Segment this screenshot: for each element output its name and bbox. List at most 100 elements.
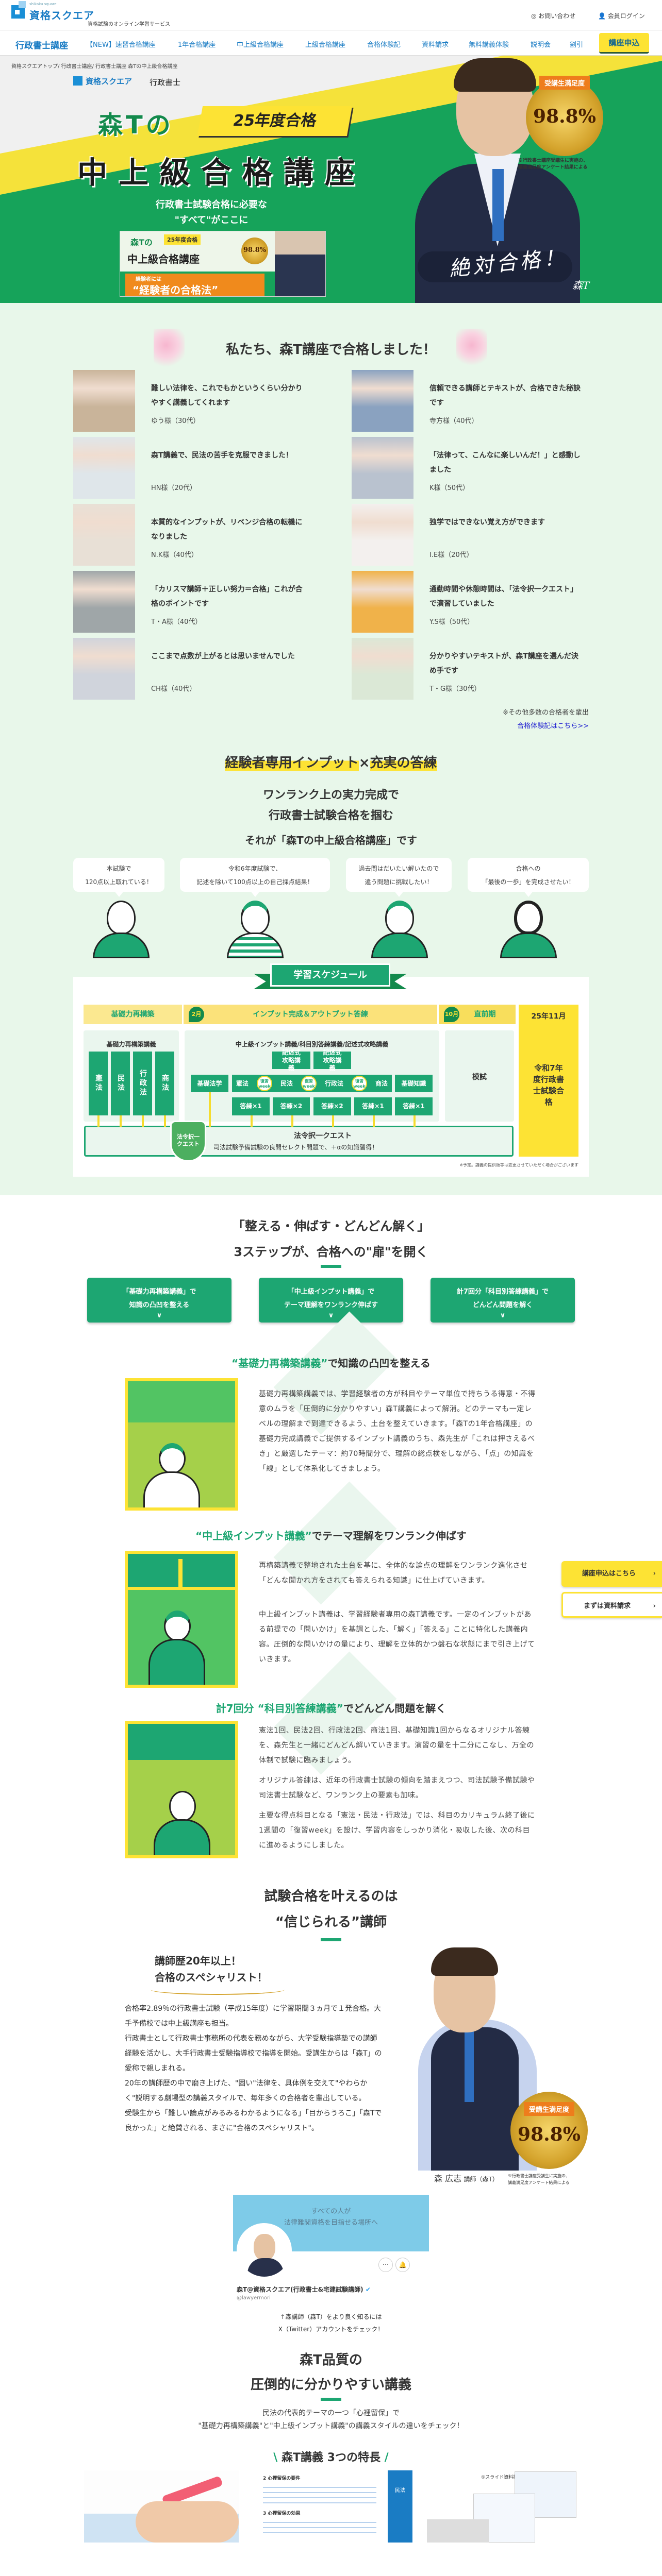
ornament-divider: [151, 1985, 285, 1995]
cherry-blossom-icon: [154, 329, 185, 370]
double-arrow-icon: [291, 1115, 293, 1127]
chevron-down-icon: ∨: [328, 1312, 334, 1319]
double-arrow-icon: [413, 1115, 416, 1127]
instructor-photo: [397, 56, 588, 303]
feature-thumbnail-2: 2 心裡留保の要件 3 心裡留保の効果 民法: [258, 2470, 412, 2543]
speech-bubble: 令和6年度試験で、記述を除いて100点以上の自己採点結果！: [180, 858, 330, 897]
feature-line-1: ワンランク上の実力完成で: [262, 789, 399, 802]
subject-label: 憲法: [236, 1079, 249, 1087]
hero-subtitle-2: "すべて"がここに: [174, 215, 249, 226]
step-2-text-2: 中上級インプット講義は、学習経験者専用の森T講義です。一定のインプットがある前提…: [259, 1611, 535, 1664]
toren-box: 答練×2: [313, 1097, 351, 1115]
hero-banner-thumbnail[interactable]: 森Tの 25年度合格 中上級合格講座 98.8% 経験者には “経験者の合格法”: [120, 231, 326, 297]
testimonial-photo: [73, 437, 135, 499]
nav-item[interactable]: 1年合格講座: [178, 41, 216, 49]
contact-link[interactable]: ◎ お問い合わせ: [531, 11, 575, 20]
testimonial-name: I.E様（20代）: [429, 551, 473, 559]
chevron-down-icon: ∨: [156, 1312, 162, 1319]
double-arrow-icon: [164, 1115, 166, 1127]
breadcrumb[interactable]: 資格スクエアトップ/ 行政書士講座/ 行政書士講座 森Tの中上級合格講座: [11, 64, 178, 70]
nav-item[interactable]: 中上級合格講座: [237, 41, 284, 49]
apply-button[interactable]: 講座申込: [599, 33, 649, 54]
quest-description: 司法試験予備試験の良問セレクト問題で、＋αの知識習得！: [213, 1144, 378, 1151]
chevron-down-icon: ∨: [500, 1312, 506, 1319]
instructor-heading-1: 試験合格を叶えるのは: [264, 1889, 398, 1904]
site-logo[interactable]: 資格スクエア: [29, 9, 94, 22]
login-link[interactable]: 👤 会員ログイン: [598, 11, 645, 20]
double-arrow-icon: [97, 1115, 100, 1127]
banner-instructor-photo: [275, 231, 325, 296]
nav-item[interactable]: 説明会: [531, 41, 551, 49]
float-request-button[interactable]: まずは資料請求›: [561, 1592, 662, 1618]
nav-item[interactable]: 割引: [570, 41, 584, 49]
panel-title: 基礎力再構築講義: [106, 1041, 156, 1048]
satisfaction-badge: 受講生満足度 98.8%: [526, 76, 603, 156]
testimonial-photo: [73, 504, 135, 566]
nav-item[interactable]: 無料講義体験: [469, 41, 509, 49]
toren-box: 答練×1: [354, 1097, 392, 1115]
testimonial-photo: [352, 571, 413, 633]
step-2-text-1: 再構築講義で整地された土台を基に、全体的な論点の理解をワンランク進化させ「どんな…: [259, 1562, 528, 1585]
feature-headline: 経験者専用インプット×充実の答練: [225, 755, 437, 771]
step-3-text-3: 主要な得点科目となる「憲法・民法・行政法」では、科目のカリキュラム終了後に1週間…: [259, 1811, 535, 1850]
testimonial-photo: [73, 370, 135, 432]
step-1-text: 基礎力再構築講義では、学習経験者の方が科目やテーマ単位で持ちうる得意・不得意のム…: [259, 1390, 536, 1473]
nav-item[interactable]: 上級合格講座: [305, 41, 346, 49]
banner-catch: “経験者の合格法”: [133, 284, 219, 296]
more-icon[interactable]: ⋯: [378, 2258, 393, 2272]
quest-title: 法令択一クエスト: [294, 1132, 352, 1140]
hero-logo-icon: [73, 76, 82, 86]
quality-text: 民法の代表的テーマの一つ「心裡留保」で"基礎力再構築講義"と"中上級インプット講…: [198, 2409, 464, 2430]
chevron-right-icon: ›: [653, 1570, 656, 1578]
step-3-button[interactable]: 計7回分「科目別答練講義」でどんどん問題を解く∨: [431, 1278, 575, 1323]
banner-title-prefix: 森Tの: [130, 238, 153, 247]
step-1-heading: “基礎力再構築講義”で知識の凸凹を整える: [231, 1357, 431, 1369]
hero-logo-label: 行政書士: [150, 78, 181, 87]
feature-thumbnail-1: [84, 2470, 239, 2543]
exam-goal: 令和7年度行政書士試験合格: [533, 1063, 564, 1107]
testimonial-photo: [73, 571, 135, 633]
arrow-up-icon: [178, 1559, 183, 1587]
subject-label: 行政法: [324, 1079, 343, 1087]
float-apply-button[interactable]: 講座申込はこちら›: [561, 1561, 662, 1587]
testimonials-link[interactable]: 合格体験記はこちら>>: [517, 722, 589, 730]
testimonial-quote: ここまで点数が上がるとは思いませんでした: [151, 652, 295, 660]
banner-year-badge: 25年度合格: [164, 234, 201, 245]
logo-icon[interactable]: [11, 1, 26, 19]
x-profile-card[interactable]: すべての人が法律難関資格を目指せる場所へ ⋯ 🔔 森T@資格スクエア(行政書士&…: [233, 2195, 429, 2308]
satisfaction-label: 受講生満足度: [539, 76, 590, 90]
schedule-note: ※予定。講義の提供順等は変更させていただく場合がございます: [459, 1163, 578, 1167]
hero-title-prefix: 森Tの: [98, 111, 174, 140]
double-arrow-icon: [120, 1115, 122, 1127]
feature-thumbnail-3: ①スライド資料投射＋森T: [424, 2470, 577, 2543]
step-2-illustration: [125, 1551, 238, 1688]
nav-item[interactable]: 【NEW】速習合格講座: [86, 41, 156, 49]
schedule-title-ribbon: 学習スケジュール: [254, 963, 407, 989]
instructor-sub-1: 講師歴20年以上！: [155, 1955, 241, 1967]
testimonial-name: ゆう様（30代）: [151, 417, 200, 425]
double-arrow-icon: [373, 1115, 375, 1127]
testimonial-quote: 独学ではできない覚え方ができます: [429, 518, 545, 527]
satisfaction-note: ※行政書士講座受講生に実施の、講義満足度アンケート結果による: [518, 158, 588, 170]
hero-subtitle-1: 行政書士試験合格に必要な: [156, 199, 267, 210]
satisfaction-note: ※行政書士講座受講生に実施の、講義満足度アンケート結果による: [508, 2174, 570, 2185]
testimonials-note: ※その他多数の合格者を輩出: [503, 709, 589, 717]
feature-line-3: それが「森Tの中上級合格講座」です: [245, 834, 417, 846]
testimonial-photo: [73, 638, 135, 700]
step-1-button[interactable]: 「基礎力再構築講義」で知識の凸凹を整える∨: [87, 1278, 231, 1323]
kijutsu-box: 記述式攻略講義: [313, 1049, 351, 1072]
thumb-tab: 民法: [388, 2470, 412, 2543]
testimonial-photo: [352, 437, 413, 499]
nav-item[interactable]: 合格体験記: [367, 41, 401, 49]
banner-satisfaction-badge: 98.8%: [241, 238, 268, 264]
instructor-heading-2: “信じられる”講師: [275, 1914, 387, 1930]
site-header: shikaku square 資格スクエア 資格試験のオンライン学習サービス ◎…: [0, 0, 662, 30]
nav-title[interactable]: 行政書士講座: [15, 41, 68, 51]
exam-month: 25年11月: [531, 1012, 566, 1021]
exam-column: 25年11月 令和7年度行政書士試験合格: [519, 1005, 578, 1157]
instructor-name: 森 広志 講師（森T）: [434, 2174, 499, 2183]
bell-icon[interactable]: 🔔: [395, 2258, 410, 2272]
step-2-button[interactable]: 「中上級インプット講義」でテーマ理解をワンランク伸ばす∨: [259, 1278, 403, 1323]
nav-item[interactable]: 資料請求: [422, 41, 449, 49]
hero-logo: 資格スクエア: [86, 77, 133, 86]
